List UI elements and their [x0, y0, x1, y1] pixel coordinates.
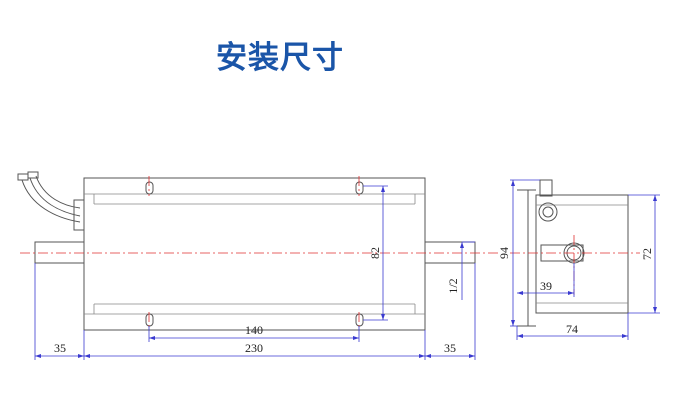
arrowhead	[517, 334, 523, 338]
mount-slot	[145, 181, 154, 195]
arrowhead	[35, 354, 41, 358]
arrowhead	[653, 195, 657, 201]
dim-label-82: 82	[368, 247, 382, 259]
side-cable-ring-inner	[542, 206, 554, 218]
dim-label-230: 230	[245, 341, 263, 355]
arrowhead	[568, 291, 574, 295]
cable-wire-3	[35, 175, 81, 209]
dim-label-72: 72	[640, 248, 654, 260]
cable-wire-1	[21, 179, 81, 223]
side-cable-ring	[538, 202, 558, 222]
mount-slot	[355, 181, 364, 195]
arrowhead	[469, 354, 475, 358]
mount-slot	[145, 313, 154, 327]
dim-label-35-left: 35	[54, 341, 66, 355]
arrowhead	[511, 320, 515, 326]
arrowhead	[419, 354, 425, 358]
side-bracket	[517, 189, 529, 327]
arrowhead	[460, 242, 464, 248]
arrowhead	[381, 314, 385, 320]
shaft-left	[34, 241, 85, 264]
arrowhead	[622, 334, 628, 338]
page-title: 安装尺寸	[216, 40, 344, 76]
dim-label-39: 39	[540, 279, 552, 293]
arrowhead	[511, 180, 515, 186]
arrowhead	[78, 354, 84, 358]
arrowhead	[353, 336, 359, 340]
arrowhead	[425, 354, 431, 358]
dim-label-half: 1/2	[446, 278, 460, 293]
side-view	[510, 179, 660, 340]
dim-label-140: 140	[245, 323, 263, 337]
arrowhead	[653, 307, 657, 313]
cable-end	[17, 173, 29, 181]
side-body	[535, 194, 629, 314]
arrowhead	[84, 354, 90, 358]
arrowhead	[517, 291, 523, 295]
front-view	[17, 171, 500, 360]
arrowhead	[149, 336, 155, 340]
cable-end-2	[27, 171, 39, 179]
arrowheads	[35, 180, 657, 358]
dim-label-74: 74	[566, 322, 578, 336]
side-cable-gland	[539, 179, 553, 197]
shaft-right	[424, 241, 476, 264]
dim-label-94: 94	[497, 247, 511, 259]
dim-label-35-right: 35	[444, 341, 456, 355]
arrowhead	[381, 186, 385, 192]
cable-wire-2	[29, 177, 81, 217]
mount-slot	[355, 313, 364, 327]
